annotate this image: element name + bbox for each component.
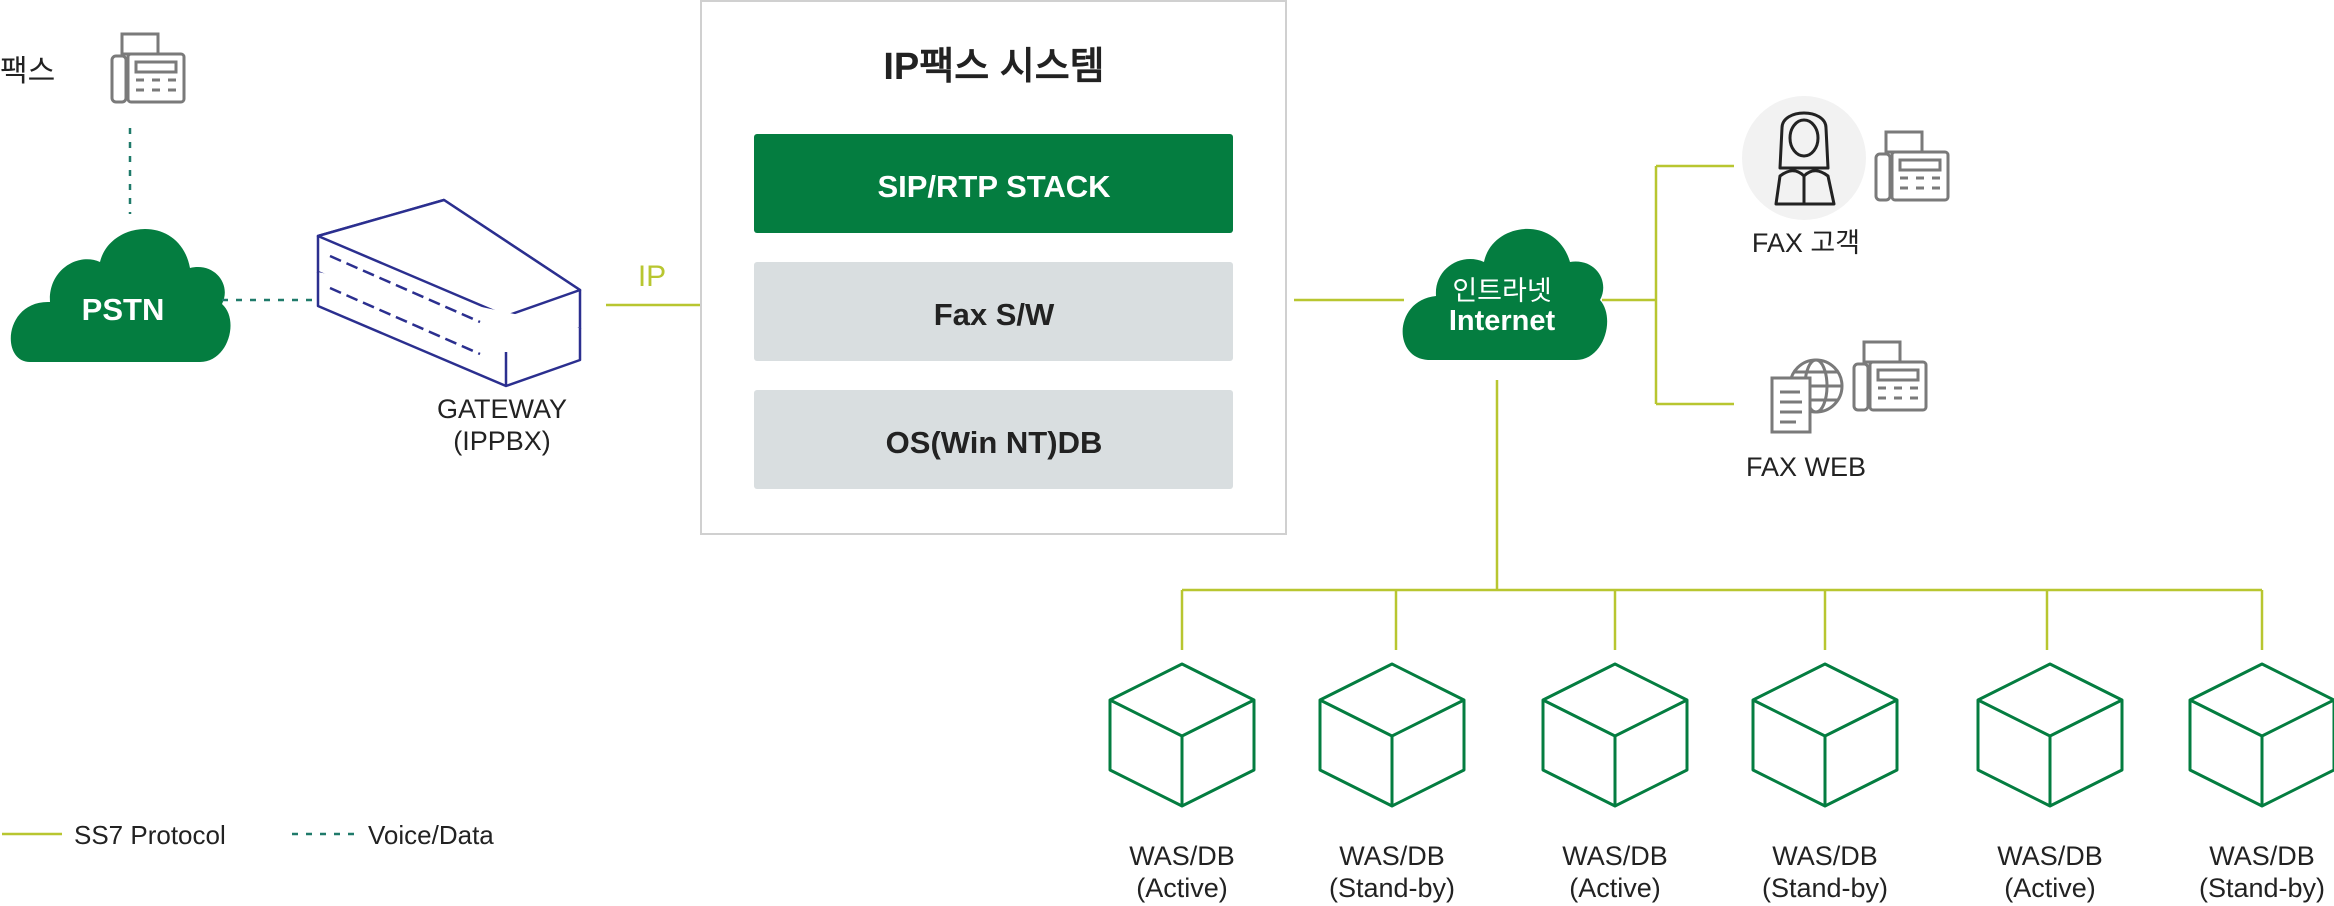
layer-label: SIP/RTP STACK (877, 169, 1111, 204)
server-cube-icon (1318, 662, 1466, 808)
server-node: WAS/DB(Active) (1541, 662, 1689, 903)
server-name-label: WAS/DB (2209, 841, 2315, 871)
server-cube-icon (1751, 662, 1899, 808)
layer-fax-sw (754, 262, 1233, 361)
legend-ss7-label: SS7 Protocol (74, 820, 226, 850)
server-state-label: (Stand-by) (1762, 873, 1888, 903)
server-state-label: (Active) (2004, 873, 2096, 903)
ss7-bus-servers (1180, 380, 2264, 650)
server-state-label: (Active) (1136, 873, 1228, 903)
fax-machine-icon (1874, 130, 1950, 202)
gateway-sublabel: (IPPBX) (453, 426, 551, 456)
server-name-label: WAS/DB (1339, 841, 1445, 871)
legend-voice-label: Voice/Data (368, 820, 494, 850)
cloud-icon (10, 229, 231, 362)
server-state-label: (Stand-by) (2199, 873, 2325, 903)
fax-machine-icon (1852, 340, 1928, 412)
server-cube-icon (1541, 662, 1689, 808)
server-name-label: WAS/DB (1997, 841, 2103, 871)
fax-customer-group: FAX 고객 (1742, 96, 1950, 258)
server-name-label: WAS/DB (1562, 841, 1668, 871)
pstn-cloud: PSTN (10, 229, 231, 362)
server-row: WAS/DB(Active)WAS/DB(Stand-by)WAS/DB(Act… (1108, 662, 2334, 903)
server-node: WAS/DB(Stand-by) (2188, 662, 2334, 903)
gateway-device-icon (316, 198, 582, 388)
ip-fax-system-panel: IP팩스 시스템 SIP/RTP STACK Fax S/W OS(Win NT… (700, 0, 1287, 535)
avatar-background (1742, 96, 1866, 220)
server-cube-icon (1108, 662, 1256, 808)
ip-label: IP (638, 260, 666, 293)
fax-label: 팩스 (0, 55, 55, 88)
globe-document-icon (1770, 358, 1844, 434)
woman-user-icon (1774, 111, 1836, 206)
gateway-label: GATEWAY (437, 394, 567, 424)
fax-machine-icon (110, 32, 186, 104)
server-cube-icon (1976, 662, 2124, 808)
pstn-label: PSTN (82, 292, 165, 327)
layer-os-db (754, 390, 1233, 489)
internet-label-en: Internet (1449, 305, 1556, 337)
layer-sip-rtp-stack (754, 134, 1233, 233)
server-name-label: WAS/DB (1772, 841, 1878, 871)
fax-customer-label: FAX 고객 (1752, 228, 1860, 258)
server-node: WAS/DB(Active) (1108, 662, 1256, 903)
layer-label: OS(Win NT)DB (886, 425, 1103, 460)
cloud-icon (1402, 228, 1608, 360)
fax-web-label: FAX WEB (1746, 452, 1866, 482)
server-node: WAS/DB(Stand-by) (1318, 662, 1466, 903)
internet-cloud: 인트라넷 Internet (1402, 228, 1608, 360)
server-state-label: (Stand-by) (1329, 873, 1455, 903)
fax-web-group: FAX WEB (1746, 340, 1928, 482)
server-node: WAS/DB(Stand-by) (1751, 662, 1899, 903)
server-state-label: (Active) (1569, 873, 1661, 903)
system-title: IP팩스 시스템 (883, 46, 1104, 88)
layer-label: Fax S/W (934, 297, 1055, 332)
legend: SS7 Protocol Voice/Data (2, 820, 494, 850)
internet-label-ko: 인트라넷 (1452, 276, 1551, 306)
server-name-label: WAS/DB (1129, 841, 1235, 871)
server-cube-icon (2188, 662, 2334, 808)
server-node: WAS/DB(Active) (1976, 662, 2124, 903)
ss7-branch-clients (1602, 164, 1734, 406)
